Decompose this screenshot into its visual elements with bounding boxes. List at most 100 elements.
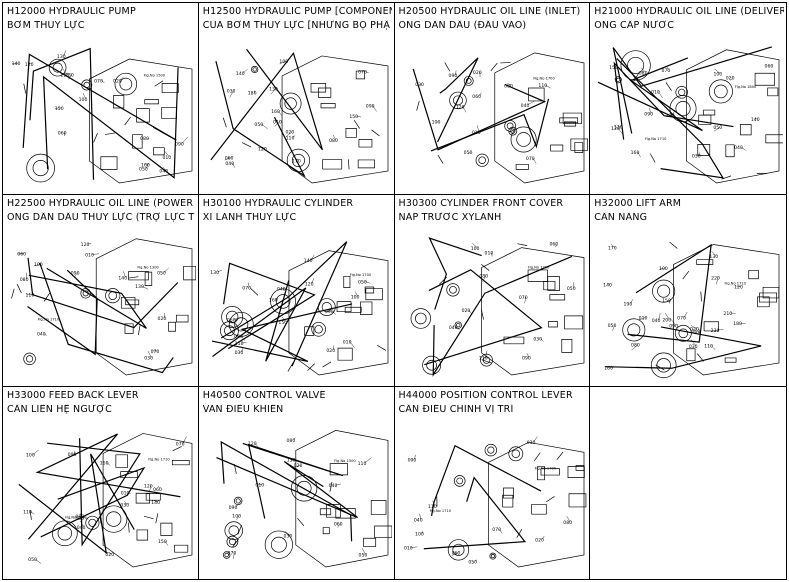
ring-part-inner — [456, 478, 462, 484]
bolt-part — [534, 453, 540, 461]
callout-leader — [638, 152, 641, 157]
housing-outline — [687, 50, 780, 183]
catalog-cell-h22500[interactable]: H22500 HYDRAULIC OIL LINE (POWER S ỐNG D… — [3, 195, 199, 387]
bolt-part — [634, 73, 639, 82]
part-number-label: 100 — [34, 262, 43, 268]
callout-leader — [75, 272, 78, 276]
housing-detail — [346, 128, 356, 137]
pipe-line — [212, 304, 352, 361]
part-number-label: 110 — [704, 343, 713, 349]
bolt-part — [348, 159, 349, 169]
figure-reference-label: Fig.No 1710 — [148, 458, 170, 462]
callout-leader — [477, 125, 479, 132]
part-number-label: 170 — [292, 159, 301, 165]
catalog-cell-h33000[interactable]: H33000 FEED BACK LEVER CẦN LIÊN HỆ NGƯỢC… — [3, 387, 199, 579]
ring-part-inner — [657, 358, 671, 372]
callout-leader — [365, 72, 369, 73]
callout-leader — [82, 516, 88, 519]
ring-part — [615, 77, 621, 83]
part-number-label: 060 — [334, 522, 343, 528]
housing-detail — [374, 526, 391, 538]
part-number-label: 020 — [535, 537, 544, 543]
bolt-part — [416, 101, 419, 111]
line-art — [423, 442, 585, 567]
part-number-label: 070 — [94, 78, 103, 84]
callout-leader — [154, 500, 158, 502]
callout-leader — [482, 275, 486, 281]
pipe-line — [211, 49, 323, 160]
bolt-part — [697, 354, 703, 362]
line-art — [23, 49, 192, 183]
housing-detail — [145, 100, 159, 104]
catalog-cell-h12500[interactable]: H12500 HYDRAULIC PUMP [COMPONEN CỦA BƠM … — [198, 3, 395, 195]
part-number-label: 140 — [304, 258, 313, 264]
housing-detail — [356, 71, 364, 79]
callout-leader — [671, 319, 677, 326]
part-number-label: 040 — [413, 517, 422, 523]
catalog-cell-h44000[interactable]: H44000 POSITION CONTROL LEVER CẦN ĐIỀU C… — [394, 387, 591, 579]
housing-detail — [371, 500, 386, 514]
callout-leader — [28, 63, 32, 64]
catalog-cell-h20500[interactable]: H20500 HYDRAULIC OIL LINE (INLET) ỐNG DẪ… — [394, 3, 591, 195]
callout-leader — [120, 77, 123, 80]
housing-detail — [358, 160, 374, 168]
bolt-part — [12, 289, 15, 299]
line-art — [413, 53, 587, 183]
part-number-label: 150 — [662, 298, 671, 304]
catalog-cell-h30100[interactable]: H30100 HYDRAULIC CYLINDER XI LANH THUỶ L… — [198, 195, 395, 387]
part-number-label: 070 — [151, 349, 160, 355]
part-number-label: 040 — [328, 483, 337, 489]
housing-detail — [528, 270, 547, 282]
bolt-part — [482, 360, 491, 363]
exploded-view-drawing: 0100200300400500600700800901001101201301… — [5, 227, 196, 383]
ring-part-inner — [511, 450, 519, 458]
callout-leader — [373, 106, 377, 112]
line-art — [211, 49, 388, 183]
housing-detail — [704, 110, 715, 115]
cell-code-title: H33000 FEED BACK LEVER — [7, 390, 139, 401]
ring-part-inner — [229, 539, 235, 545]
part-number-label: 100 — [415, 532, 424, 538]
part-number-label: 120 — [258, 147, 267, 153]
part-number-label: 040 — [448, 325, 457, 331]
bolt-part — [223, 118, 226, 128]
cell-vietnamese-title: CẦN LIÊN HỆ NGƯỢC — [7, 404, 112, 415]
ring-part-inner — [253, 68, 257, 72]
part-number-label: 090 — [448, 73, 457, 79]
part-number-label: 040 — [225, 161, 234, 167]
catalog-cell-h30300[interactable]: H30300 CYLINDER FRONT COVER NẮP TRƯỚC XY… — [394, 195, 591, 387]
callout-leader — [241, 336, 245, 341]
callout-leader — [507, 83, 511, 85]
pipe-line — [221, 242, 347, 366]
bolt-part — [232, 539, 238, 547]
pipe-line — [431, 99, 548, 151]
callout-leader — [165, 151, 170, 156]
housing-detail — [363, 538, 375, 546]
bolt-part — [651, 154, 656, 163]
housing-detail — [749, 270, 759, 278]
part-number-label: 090 — [228, 505, 237, 511]
callout-leader — [30, 512, 34, 515]
callout-leader — [292, 135, 295, 137]
ring-part-inner — [236, 499, 240, 503]
callout-leader — [715, 69, 721, 74]
catalog-cell-h21000[interactable]: H21000 HYDRAULIC OIL LINE (DELIVERY ỐNG … — [590, 3, 786, 195]
part-number-label: 030 — [144, 356, 153, 362]
figure-reference-label: Fig.No 1710 — [645, 137, 667, 141]
part-number-label: 060 — [451, 550, 460, 556]
part-number-label: 010 — [121, 490, 130, 496]
callout-leader — [665, 313, 669, 319]
bolt-part — [94, 133, 98, 142]
ring-part-inner — [292, 154, 304, 166]
part-number-label: 060 — [58, 131, 67, 137]
empty-cell — [590, 387, 786, 579]
callout-leader — [183, 437, 187, 444]
line-art — [212, 242, 388, 375]
callout-leader — [63, 69, 68, 75]
cell-code-title: H44000 POSITION CONTROL LEVER — [398, 390, 573, 401]
pipe-line — [243, 443, 343, 518]
housing-detail — [549, 295, 564, 300]
